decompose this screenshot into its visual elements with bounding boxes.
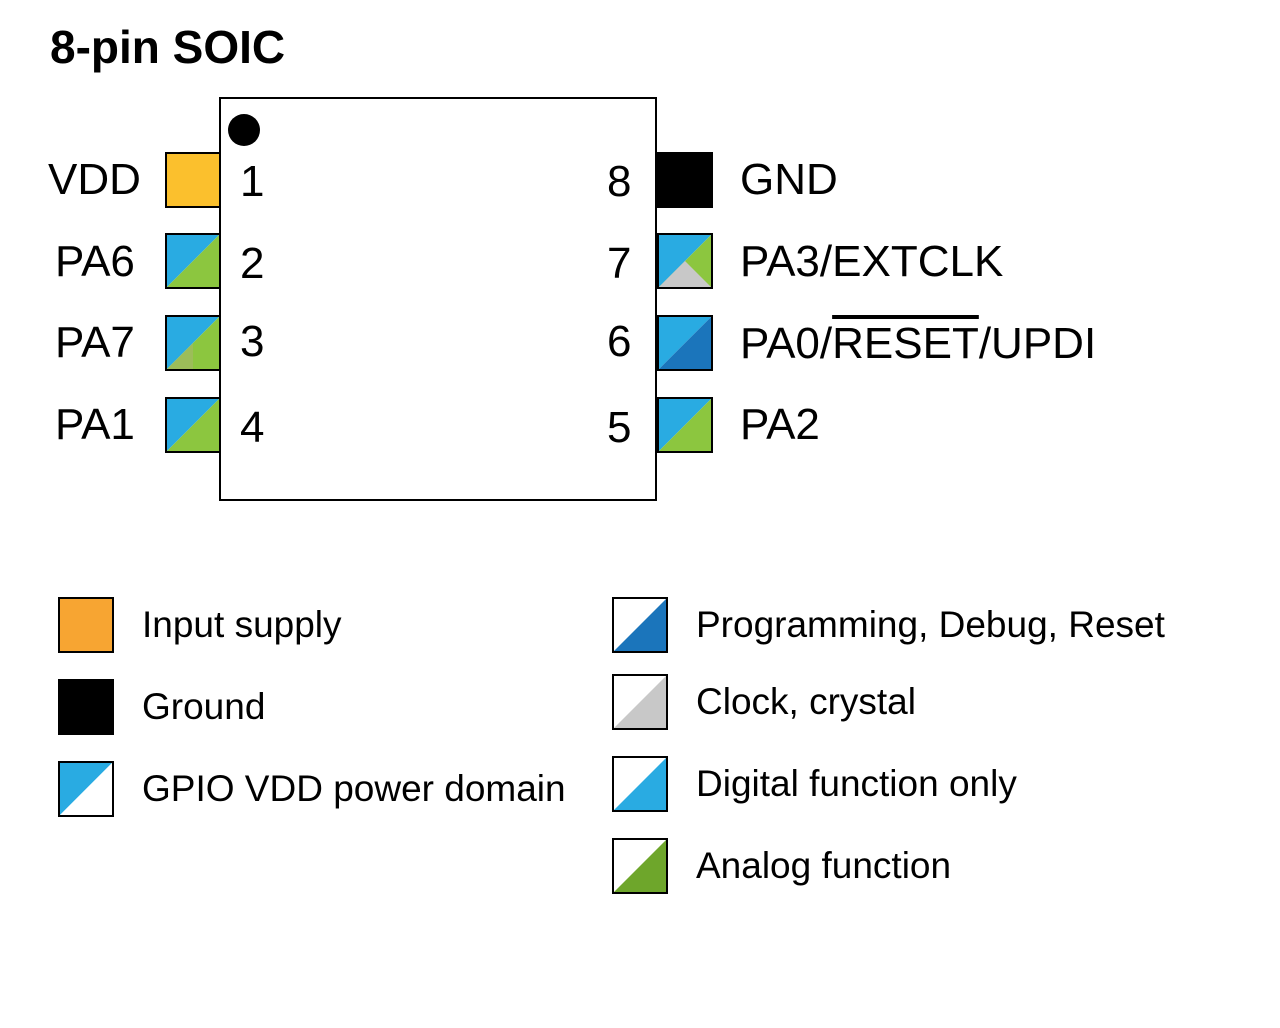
diagram-title: 8-pin SOIC: [50, 21, 286, 73]
pin-1-number: 1: [240, 157, 265, 206]
pin-5-number: 5: [607, 403, 632, 452]
pin-4-number: 4: [240, 403, 265, 452]
legend-ground-label: Ground: [142, 686, 266, 727]
gpio-vdd-swatch: [58, 761, 114, 817]
pin-2-label: PA6: [55, 237, 135, 286]
pin-8-gnd-pad: [657, 152, 713, 208]
chip-body: [219, 97, 657, 501]
pin-6-label-suffix: /UPDI: [978, 319, 1097, 368]
input-supply-swatch: [58, 597, 114, 653]
pin-3-label: PA7: [55, 318, 135, 367]
pin1-marker-dot: [228, 114, 260, 146]
clock-swatch: [612, 674, 668, 730]
pin-7-number: 7: [607, 239, 632, 288]
pin-8-label: GND: [740, 155, 838, 204]
pin-6-pa0-pad: [657, 315, 713, 371]
pin-4-label: PA1: [55, 400, 135, 449]
legend-input-supply-label: Input supply: [142, 604, 342, 645]
pin-6-number: 6: [607, 317, 632, 366]
pin-6-label-prefix: PA0/: [740, 319, 833, 368]
legend-clock-label: Clock, crystal: [696, 681, 916, 722]
programming-swatch: [612, 597, 668, 653]
pin-6-label-reset: RESET: [832, 319, 979, 368]
pin-3-pa7-pad: [165, 315, 221, 371]
analog-swatch: [612, 838, 668, 894]
pin-5-label: PA2: [740, 400, 820, 449]
pin-1-label: VDD: [48, 155, 141, 204]
pin-2-number: 2: [240, 239, 265, 288]
digital-swatch: [612, 756, 668, 812]
pin-8-number: 8: [607, 157, 632, 206]
pin-4-pa1-pad: [165, 397, 221, 453]
pin-5-pa2-pad: [657, 397, 713, 453]
legend-programming-label: Programming, Debug, Reset: [696, 604, 1165, 645]
pin-6-label: PA0/RESET/UPDI: [740, 322, 1096, 366]
pin-2-pa6-pad: [165, 233, 221, 289]
legend-gpio-vdd-label: GPIO VDD power domain: [142, 768, 566, 809]
ground-swatch: [58, 679, 114, 735]
pin-7-pa3-pad: [657, 233, 713, 289]
pin-1-vdd-pad: [165, 152, 221, 208]
pin-3-number: 3: [240, 317, 265, 366]
legend-digital-label: Digital function only: [696, 763, 1017, 804]
pin-7-label: PA3/EXTCLK: [740, 237, 1004, 286]
legend-analog-label: Analog function: [696, 845, 952, 886]
